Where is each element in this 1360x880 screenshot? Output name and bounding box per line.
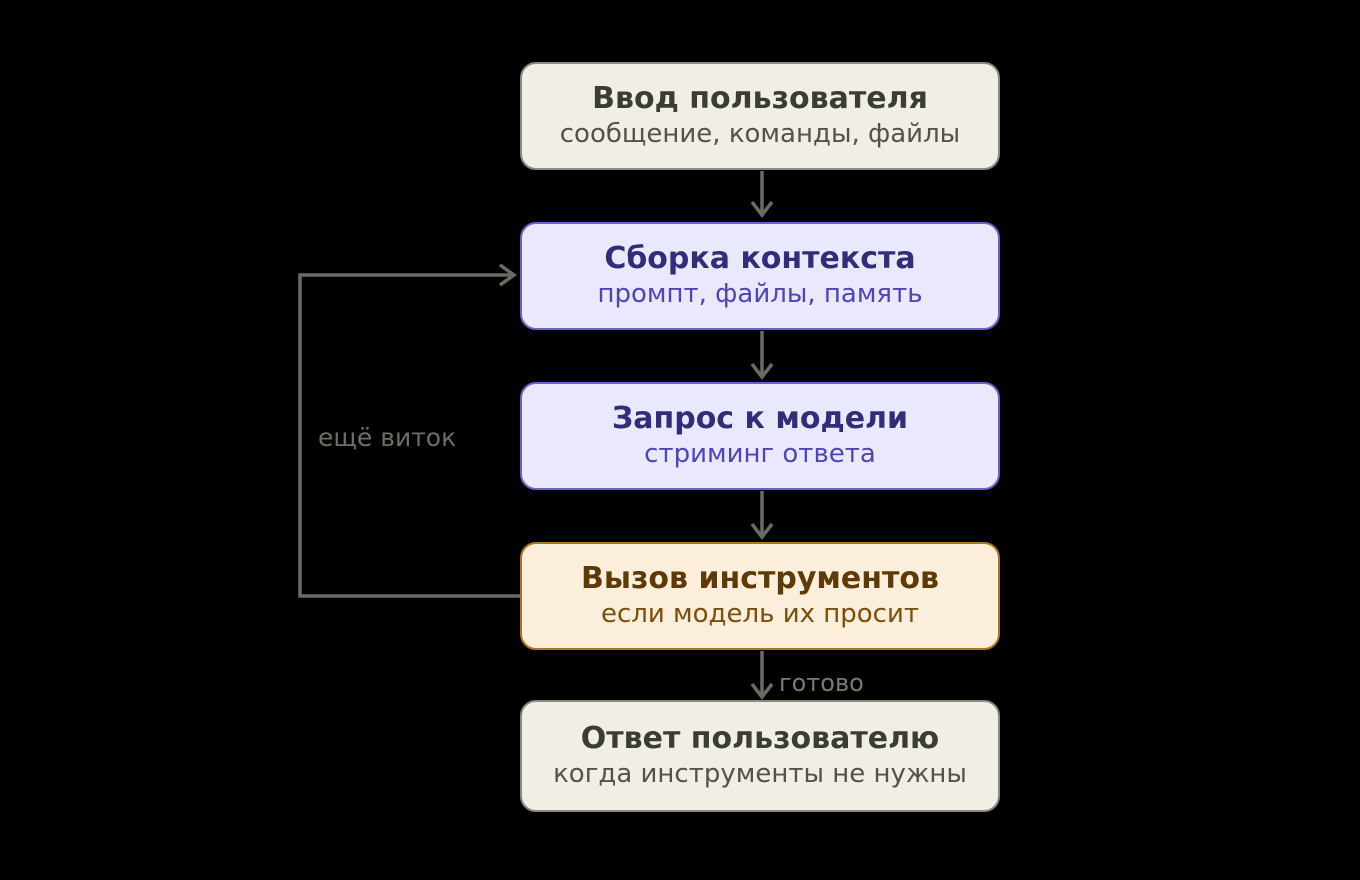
loop-arrow-icon: [298, 263, 520, 598]
arrow-model-to-tools-icon: [750, 491, 774, 540]
arrow-context-to-model-icon: [750, 331, 774, 380]
node-subtitle: сообщение, команды, файлы: [559, 118, 961, 149]
node-title: Запрос к модели: [611, 401, 909, 437]
node-subtitle: промпт, файлы, память: [597, 278, 923, 309]
arrow-tools-to-answer-icon: [750, 651, 774, 700]
node-user-answer: Ответ пользователю когда инструменты не …: [520, 700, 1000, 812]
node-title: Сборка контекста: [604, 241, 916, 277]
arrow-input-to-context-icon: [750, 171, 774, 218]
node-tool-call: Вызов инструментов если модель их просит: [520, 542, 1000, 650]
node-title: Ввод пользователя: [592, 81, 928, 117]
node-title: Ответ пользователю: [580, 721, 940, 757]
node-model-request: Запрос к модели стриминг ответа: [520, 382, 1000, 490]
node-title: Вызов инструментов: [581, 561, 939, 597]
node-user-input: Ввод пользователя сообщение, команды, фа…: [520, 62, 1000, 170]
edge-label-done: готово: [779, 669, 864, 697]
node-subtitle: когда инструменты не нужны: [553, 758, 967, 789]
edge-label-loop: ещё виток: [318, 423, 457, 452]
node-context-assembly: Сборка контекста промпт, файлы, память: [520, 222, 1000, 330]
node-subtitle: если модель их просит: [600, 598, 920, 629]
node-subtitle: стриминг ответа: [644, 438, 876, 469]
